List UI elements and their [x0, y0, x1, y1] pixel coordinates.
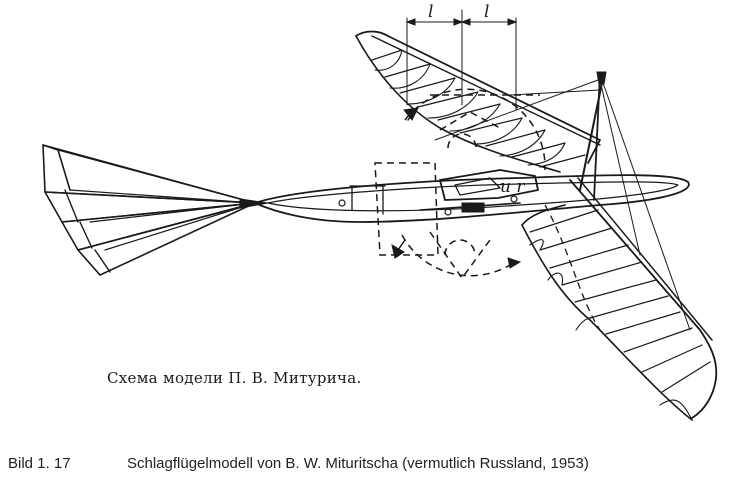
mast-rigging [434, 71, 691, 331]
inner-figure-caption: Схема модели П. В. Митурича. [107, 369, 362, 387]
figure-caption: Bild 1. 17 Schlagflügelmodell von B. W. … [8, 455, 733, 477]
dimension-label-right: l [484, 2, 489, 22]
fuselage [254, 174, 690, 223]
lower-wing [521, 177, 718, 421]
figure-caption-text: Schlagflügelmodell von B. W. Mituritscha… [127, 455, 589, 472]
dimension-label-left: l [428, 2, 433, 22]
figure-number: Bild 1. 17 [8, 455, 71, 472]
flapping-mechanism: u r [374, 88, 546, 280]
upper-wing [355, 30, 601, 173]
tail-fan [42, 144, 269, 276]
svg-text:u r: u r [500, 177, 525, 197]
